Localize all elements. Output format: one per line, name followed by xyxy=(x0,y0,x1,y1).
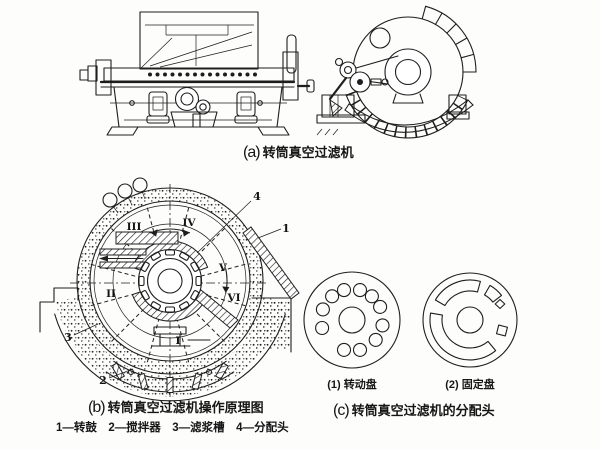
figure-a-title: 转筒真空过滤机 xyxy=(262,145,354,160)
distribution-head xyxy=(99,231,239,347)
drum-cell-dots xyxy=(148,72,257,77)
figure-a-letter: (a) xyxy=(243,144,261,161)
figure-b-parts-legend: 1—转鼓 2—搅拌器 3—滤浆槽 4—分配头 xyxy=(56,422,289,434)
zone-label-I: I xyxy=(176,335,181,347)
fixed-disc-label: (2) 固定盘 xyxy=(445,379,495,391)
agitator xyxy=(105,360,235,393)
slurry-stipple xyxy=(55,297,285,397)
figure-a-side-view xyxy=(79,11,315,136)
suction-arrow xyxy=(99,255,108,262)
rotation-arrows xyxy=(149,228,230,294)
port-ring xyxy=(138,249,202,313)
zone-label-II: II xyxy=(106,288,116,300)
zone-label-VI: VI xyxy=(226,292,240,304)
figure-b-principle-diagram: I II III IV V VI 4 1 3 2 xyxy=(39,177,300,404)
part-label-1: 1 xyxy=(282,222,290,235)
figure-b-letter: (b) xyxy=(88,399,106,416)
figure-c-rotating-disc xyxy=(303,271,401,369)
figure-b-caption: (b) 转筒真空过滤机操作原理图 xyxy=(88,397,264,417)
part-label-4: 4 xyxy=(253,190,261,203)
zone-label-IV: IV xyxy=(182,217,196,229)
zone-label-V: V xyxy=(218,262,228,274)
figure-a-caption: (a) 转筒真空过滤机 xyxy=(243,142,354,162)
part-label-3: 3 xyxy=(64,331,72,344)
wash-nozzles xyxy=(102,177,148,214)
figure-c-title: 转筒真空过滤机的分配头 xyxy=(351,403,495,418)
figure-c-caption: (c) 转筒真空过滤机的分配头 xyxy=(333,400,495,420)
figure-a-end-view xyxy=(316,5,477,139)
zone-label-III: III xyxy=(127,221,142,233)
figure-c-fixed-disc xyxy=(422,272,518,368)
figure-c-letter: (c) xyxy=(333,402,350,419)
part-label-2: 2 xyxy=(99,374,107,387)
figure-b-title: 转筒真空过滤机操作原理图 xyxy=(107,400,264,415)
rotating-disc-label: (1) 转动盘 xyxy=(327,379,377,391)
discharge-chute xyxy=(242,226,300,300)
